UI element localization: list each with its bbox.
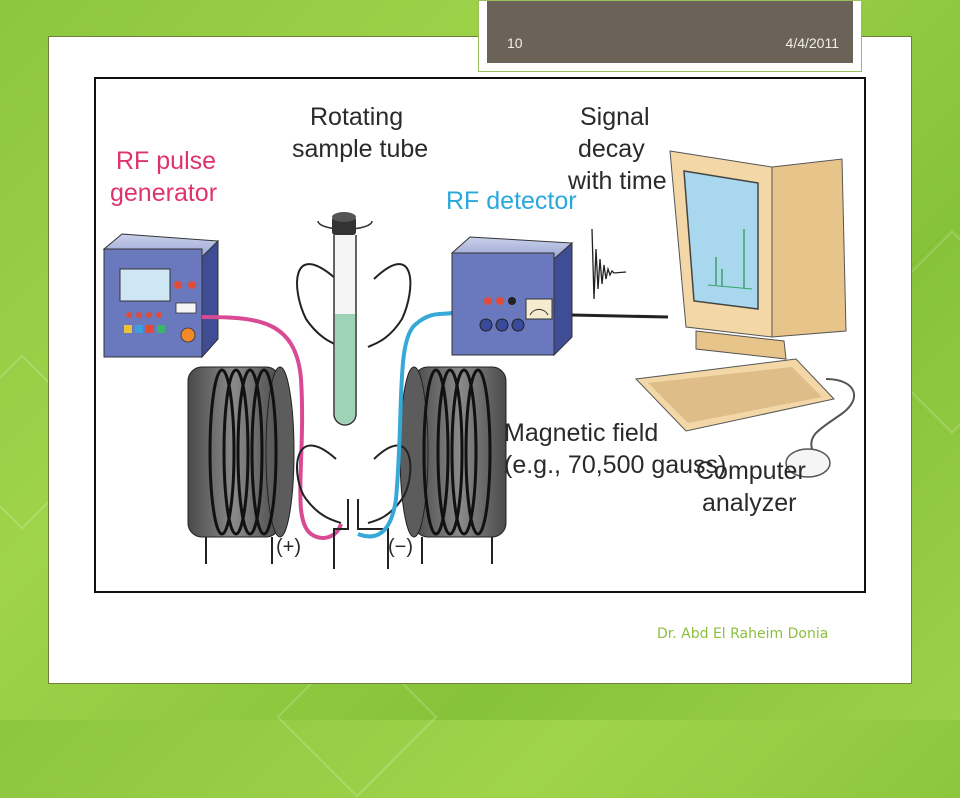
rotating-sample-tube xyxy=(317,212,373,426)
right-magnet-coil xyxy=(399,366,507,564)
magnetic-field-label-line1: Magnetic field xyxy=(504,419,658,447)
signal-decay-waveform xyxy=(591,228,627,300)
computer-analyzer xyxy=(634,150,855,478)
computer-label-line1: Computer xyxy=(696,457,806,485)
blue-wire xyxy=(357,311,453,539)
rf-pulse-label-line1: RF pulse xyxy=(116,147,216,175)
nmr-diagram-canvas: RF pulse generator Rotating sample tube … xyxy=(102,103,855,569)
plus-pole-label: (+) xyxy=(276,536,301,558)
rf-generator-knobs xyxy=(124,281,197,343)
signal-label-line2: decay xyxy=(578,135,645,163)
pink-wire xyxy=(201,315,343,540)
nmr-diagram: RF pulse generator Rotating sample tube … xyxy=(94,77,866,593)
minus-pole-label: (−) xyxy=(388,536,413,558)
slide-footer: Dr. Abd El Raheim Donia xyxy=(657,626,829,642)
signal-cable xyxy=(571,313,669,319)
slide-header-bar: 10 4/4/2011 xyxy=(487,1,853,63)
slide-number: 10 xyxy=(507,35,523,51)
slide-header-tab: 10 4/4/2011 xyxy=(478,0,862,72)
rf-detector xyxy=(450,236,574,357)
magnetic-field-label-line2: (e.g., 70,500 gauss) xyxy=(504,451,726,479)
rf-pulse-label-line2: generator xyxy=(110,179,217,207)
rotating-label-line2: sample tube xyxy=(292,135,428,163)
rf-pulse-generator xyxy=(102,233,220,359)
signal-label-line3: with time xyxy=(567,167,667,195)
rotating-label-line1: Rotating xyxy=(310,103,403,131)
slide-date: 4/4/2011 xyxy=(785,35,839,51)
rf-detector-label: RF detector xyxy=(446,187,577,215)
left-magnet-coil xyxy=(187,366,295,564)
computer-label-line2: analyzer xyxy=(702,489,797,517)
signal-label-line1: Signal xyxy=(580,103,650,131)
